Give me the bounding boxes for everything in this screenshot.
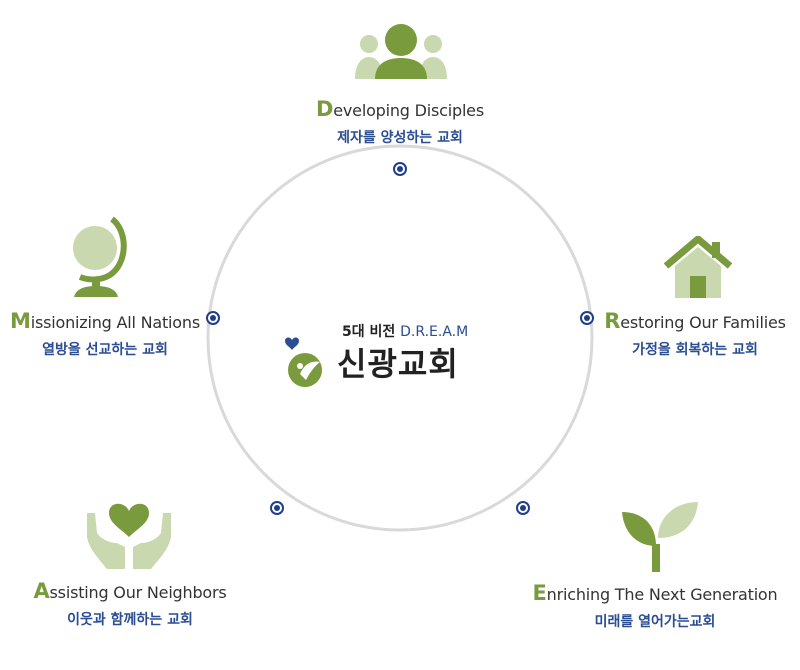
church-name: 신광교회 bbox=[337, 345, 459, 383]
vision-subtitle-m: 열방을 선교하는 교회 bbox=[42, 342, 168, 358]
center-subtitle: 5대 비전 D.R.E.A.M bbox=[342, 321, 468, 341]
heart-hands-icon bbox=[87, 503, 171, 569]
globe-icon bbox=[73, 216, 127, 297]
vision-item-r: Restoring Our Families 가정을 회복하는 교회 bbox=[595, 309, 795, 359]
vision-title-a: Assisting Our Neighbors bbox=[33, 579, 227, 603]
center-subtitle-accent: D.R.E.A.M bbox=[400, 324, 469, 340]
vision-subtitle-e: 미래를 열어가는교회 bbox=[594, 614, 716, 630]
ring-node-a bbox=[270, 501, 284, 515]
vision-item-e: Enriching The Next Generation 미래를 열어가는교회 bbox=[515, 581, 795, 631]
vision-title-r: Restoring Our Families bbox=[604, 309, 786, 333]
ring-node-r bbox=[580, 311, 594, 325]
house-icon bbox=[663, 236, 733, 298]
sprout-icon bbox=[622, 502, 698, 572]
vision-title-d: Developing Disciples bbox=[316, 97, 484, 121]
ring-node-d bbox=[393, 162, 407, 176]
vision-item-d: Developing Disciples 제자를 양성하는 교회 bbox=[300, 97, 500, 147]
ring-node-m bbox=[206, 311, 220, 325]
church-logo-icon bbox=[285, 337, 322, 387]
vision-subtitle-r: 가정을 회복하는 교회 bbox=[632, 342, 758, 358]
vision-item-a: Assisting Our Neighbors 이웃과 함께하는 교회 bbox=[20, 579, 240, 629]
vision-title-e: Enriching The Next Generation bbox=[532, 581, 778, 605]
vision-item-m: Missionizing All Nations 열방을 선교하는 교회 bbox=[0, 309, 210, 359]
ring-node-e bbox=[516, 501, 530, 515]
vision-subtitle-d: 제자를 양성하는 교회 bbox=[337, 130, 463, 146]
center-subtitle-prefix: 5대 비전 bbox=[342, 324, 396, 340]
people-icon bbox=[355, 24, 447, 79]
vision-title-m: Missionizing All Nations bbox=[10, 309, 200, 333]
vision-subtitle-a: 이웃과 함께하는 교회 bbox=[67, 612, 193, 628]
